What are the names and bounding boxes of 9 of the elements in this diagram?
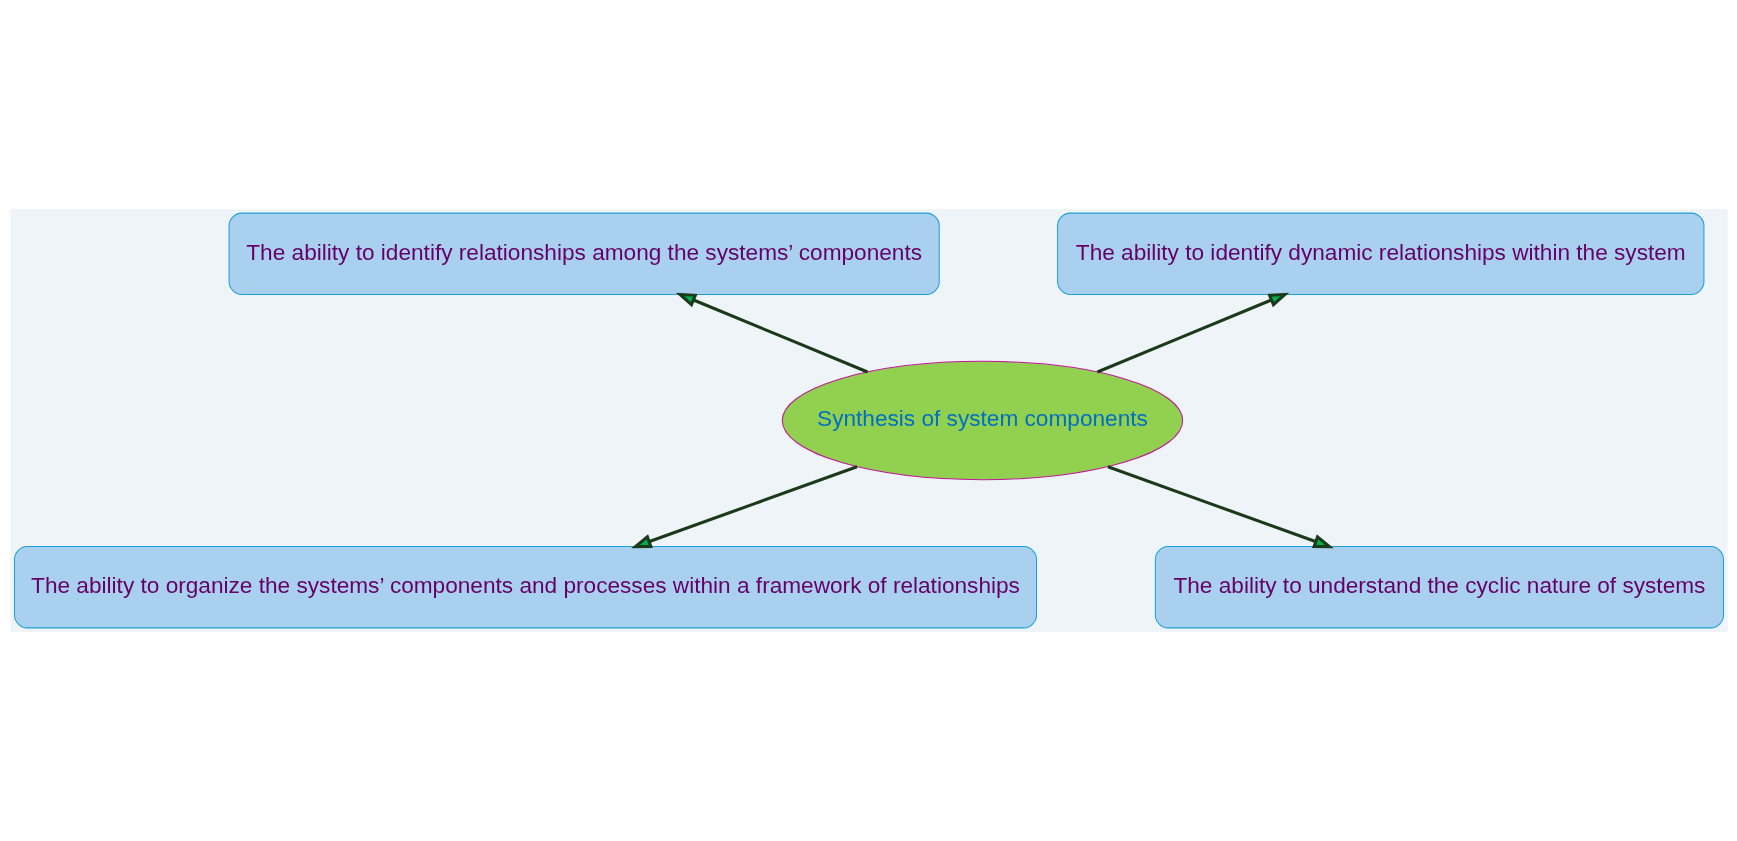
- node-ellipse: Synthesis of system components: [781, 360, 1183, 481]
- node-box: The ability to identify dynamic relationships within the system: [1056, 212, 1704, 295]
- arrow: [675, 292, 868, 374]
- arrow: [630, 465, 858, 549]
- node-box: The ability to organize the systems’ components and processes within a framework of relationships: [13, 546, 1037, 629]
- node-box: The ability to understand the cyclic nature of systems: [1154, 546, 1724, 629]
- node-box: The ability to identify relationships among the systems’ components: [228, 212, 940, 295]
- arrow: [1106, 465, 1334, 549]
- arrow: [1096, 292, 1289, 374]
